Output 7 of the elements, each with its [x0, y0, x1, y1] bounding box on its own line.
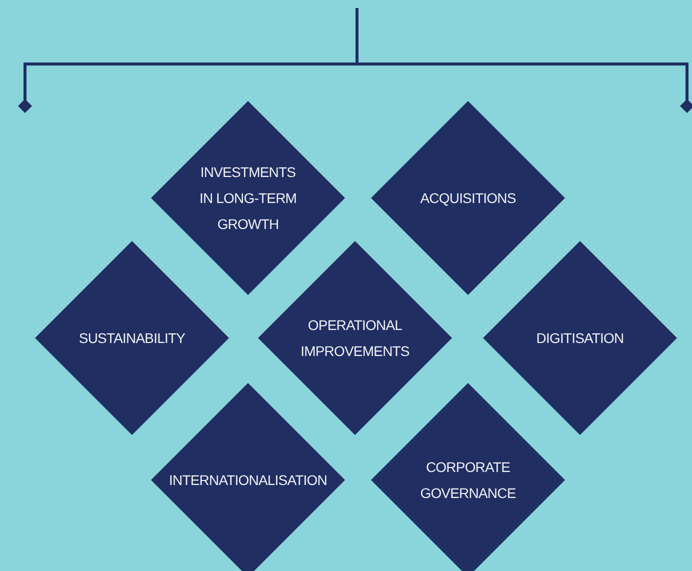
node-label: INVESTMENTS IN LONG-TERM GROWTH	[198, 163, 298, 234]
node-label: OPERATIONAL IMPROVEMENTS	[300, 316, 410, 361]
node-label: SUSTAINABILITY	[78, 329, 186, 348]
node-label: ACQUISITIONS	[419, 189, 517, 208]
node-label: INTERNATIONALISATION	[168, 471, 328, 490]
node-label: DIGITISATION	[535, 329, 625, 348]
node-label: CORPORATE GOVERNANCE	[419, 458, 517, 503]
